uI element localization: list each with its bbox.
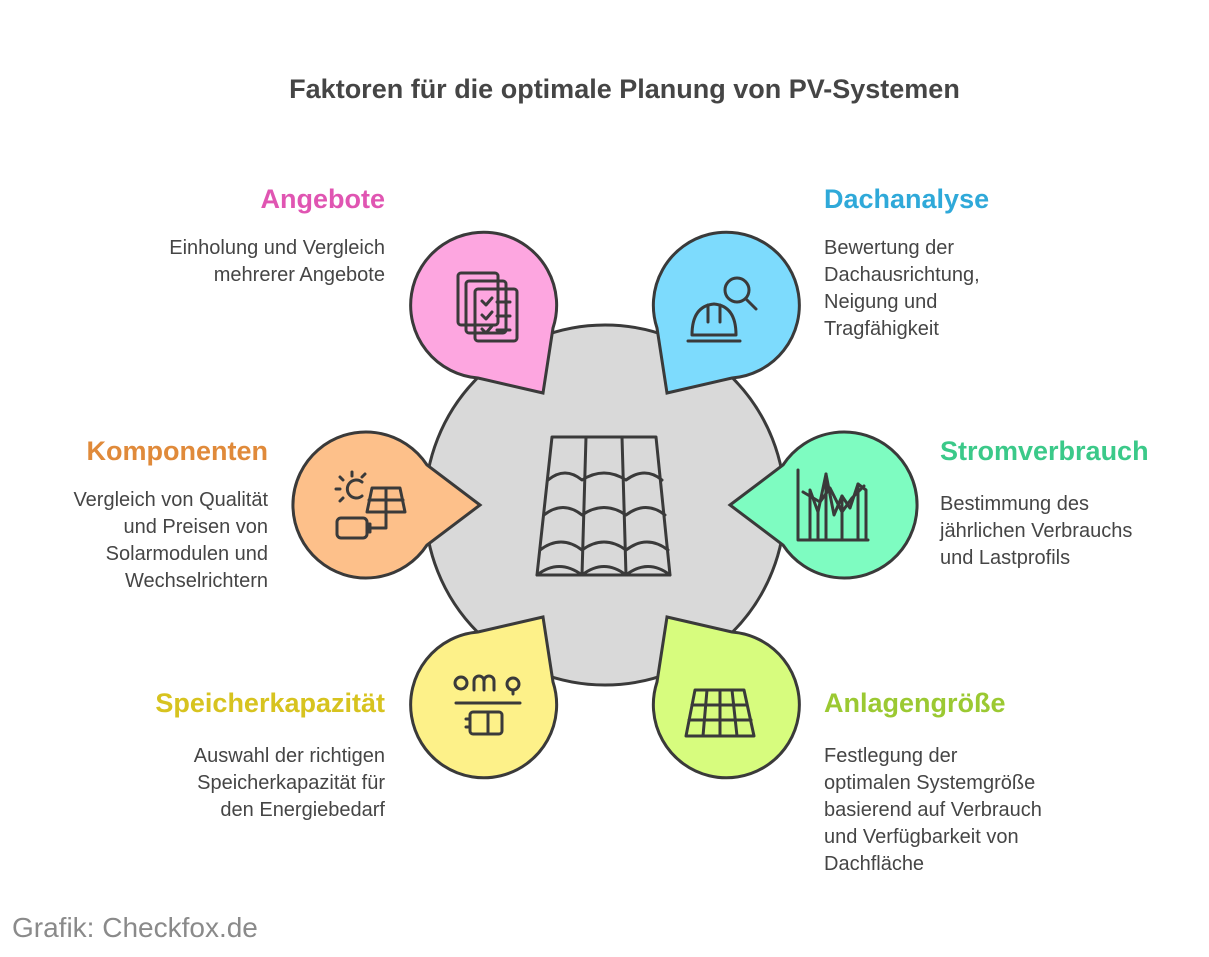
anlagengroesse-description: Festlegung der optimalen Systemgröße bas…: [824, 743, 1042, 878]
dachanalyse-description: Bewertung der Dachausrichtung, Neigung u…: [824, 235, 980, 343]
dachanalyse-title: Dachanalyse: [824, 184, 989, 215]
dachanalyse-pin: [653, 232, 799, 393]
speicherkapazitaet-title: Speicherkapazität: [155, 688, 385, 719]
diagram-title: Faktoren für die optimale Planung von PV…: [0, 74, 1209, 105]
speicherkapazitaet-pin: [411, 617, 557, 778]
anlagengroesse-pin: [653, 617, 799, 778]
komponenten-description: Vergleich von Qualität und Preisen von S…: [73, 487, 268, 595]
angebote-description: Einholung und Vergleich mehrerer Angebot…: [169, 235, 385, 289]
anlagengroesse-title: Anlagengröße: [824, 688, 1006, 719]
stromverbrauch-description: Bestimmung des jährlichen Verbrauchs und…: [940, 491, 1132, 572]
komponenten-title: Komponenten: [87, 436, 269, 467]
stromverbrauch-title: Stromverbrauch: [940, 436, 1149, 467]
credit-text: Grafik: Checkfox.de: [12, 912, 258, 944]
speicherkapazitaet-description: Auswahl der richtigen Speicherkapazität …: [194, 743, 385, 824]
angebote-pin: [411, 232, 557, 393]
angebote-title: Angebote: [261, 184, 386, 215]
